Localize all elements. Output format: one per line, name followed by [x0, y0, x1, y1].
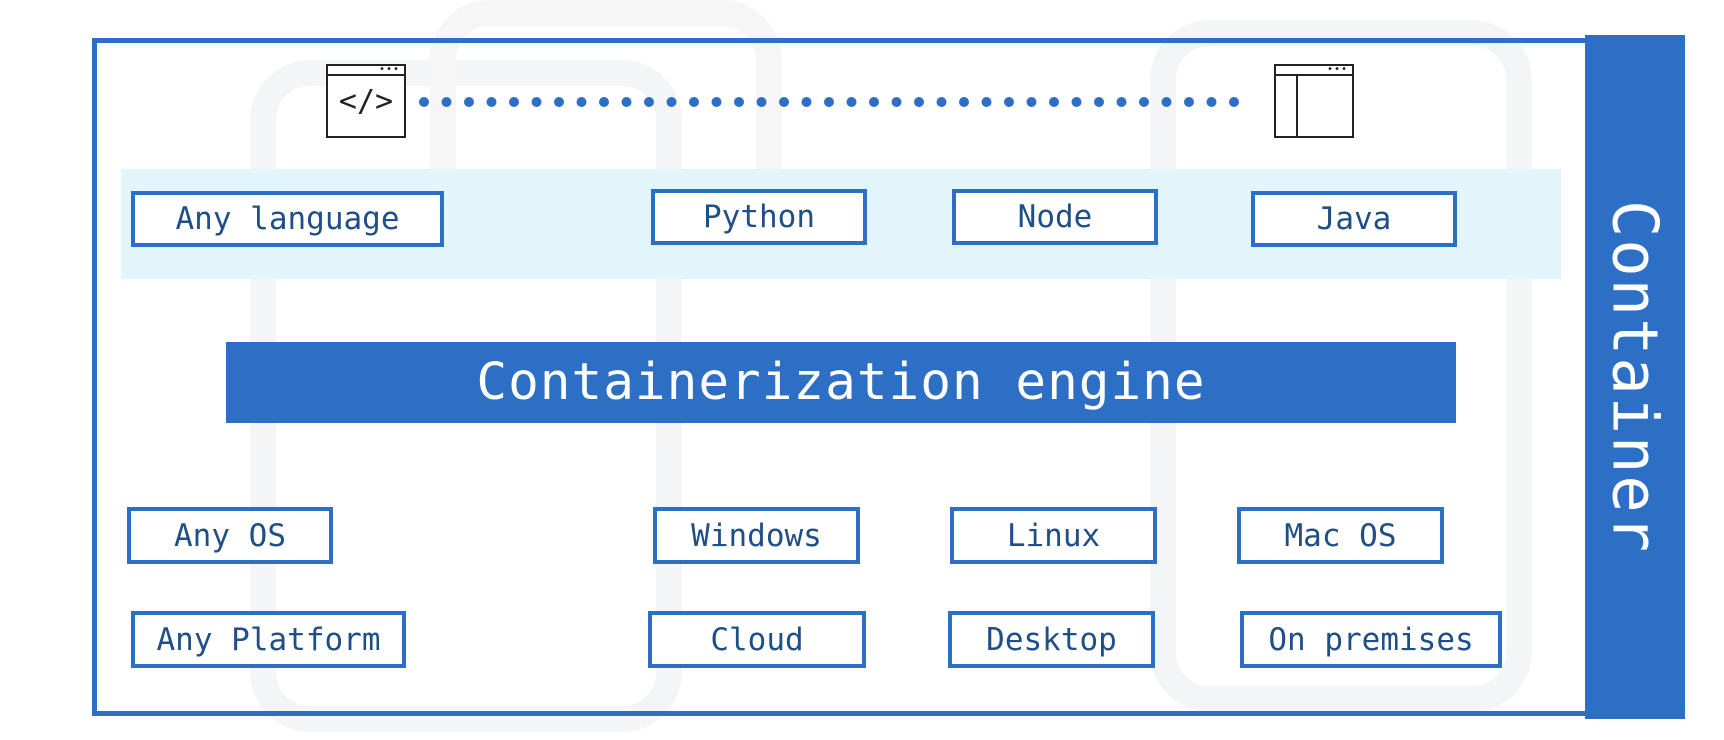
- connector-dot: [1161, 97, 1172, 107]
- connector-dot: [1026, 97, 1037, 107]
- container-label: Container: [1598, 200, 1672, 554]
- connector-dot: [1116, 97, 1127, 107]
- connector-dot: [576, 97, 587, 107]
- any-platform-box: Any Platform: [131, 611, 406, 668]
- connector-dot: [824, 97, 834, 107]
- connector-dot: [1071, 97, 1082, 107]
- any-language-box: Any language: [131, 191, 444, 247]
- connector-dot: [936, 97, 947, 107]
- connector-dot: [1004, 97, 1014, 107]
- connector-dot: [464, 97, 474, 107]
- code-window-icon: ••• </>: [326, 64, 406, 138]
- connector-dot: [666, 97, 677, 107]
- cloud-box: Cloud: [648, 611, 866, 668]
- windows-box: Windows: [653, 507, 860, 564]
- connector-dot: [689, 97, 699, 107]
- mac-os-box: Mac OS: [1237, 507, 1444, 564]
- connector-dot: [914, 97, 924, 107]
- connector-dot: [644, 97, 654, 107]
- connector-dot: [779, 97, 789, 107]
- connector-dot: [981, 97, 992, 107]
- connector-dot: [509, 97, 519, 107]
- connector-dot: [1094, 97, 1104, 107]
- connector-dot: [801, 97, 812, 107]
- connector-dot: [419, 97, 429, 107]
- connector-dot: [959, 97, 969, 107]
- container-sidebar: Container: [1585, 35, 1685, 719]
- connector-dot: [531, 97, 542, 107]
- desktop-box: Desktop: [948, 611, 1155, 668]
- connector-dot: [891, 97, 902, 107]
- python-box: Python: [651, 189, 867, 245]
- any-os-box: Any OS: [127, 507, 333, 564]
- connector-dot: [1229, 97, 1239, 107]
- connector-dot: [1139, 97, 1149, 107]
- connector-dot: [1049, 97, 1059, 107]
- connector-dot: [1184, 97, 1194, 107]
- connector-dot: [554, 97, 564, 107]
- java-box: Java: [1251, 191, 1457, 247]
- node-box: Node: [952, 189, 1158, 245]
- linux-box: Linux: [950, 507, 1157, 564]
- containerization-engine: Containerization engine: [226, 342, 1456, 423]
- app-window-icon: •••: [1274, 64, 1354, 138]
- connector-dot: [486, 97, 497, 107]
- connector-dot: [1206, 97, 1217, 107]
- connector-dot: [599, 97, 609, 107]
- connector-dot: [621, 97, 632, 107]
- on-premises-box: On premises: [1240, 611, 1502, 668]
- connector-dot: [756, 97, 767, 107]
- connector-dot: [441, 97, 452, 107]
- connector-dot: [734, 97, 744, 107]
- dotted-line: [419, 97, 1239, 107]
- connector-dot: [846, 97, 857, 107]
- connector-dot: [711, 97, 722, 107]
- connector-dot: [869, 97, 879, 107]
